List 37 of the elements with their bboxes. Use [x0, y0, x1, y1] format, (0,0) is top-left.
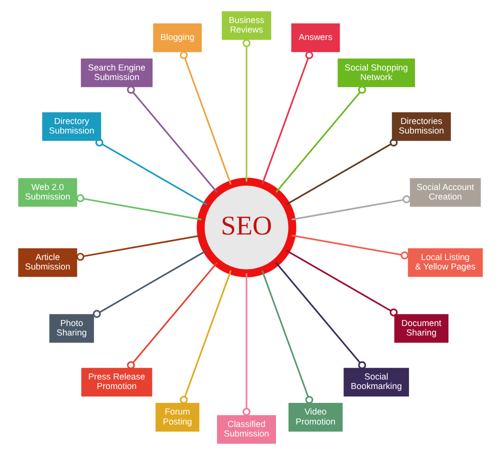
- connector: [242, 273, 250, 416]
- connector: [126, 262, 218, 370]
- node-box: Directory Submission: [42, 112, 101, 141]
- node-box: Video Promotion: [288, 402, 342, 432]
- connector: [242, 39, 250, 182]
- connector: [291, 195, 410, 220]
- node-box: Forum Posting: [155, 402, 199, 432]
- node-box: Social Account Creation: [409, 178, 480, 207]
- connector: [285, 250, 398, 316]
- node-box: Press Release Promotion: [80, 368, 152, 397]
- node-box: Document Sharing: [394, 314, 448, 343]
- node-box: Social Bookmarking: [343, 368, 408, 397]
- node-box: Social Shopping Network: [337, 58, 414, 88]
- node-box: Article Submission: [18, 248, 77, 277]
- connector: [126, 86, 218, 193]
- connector: [260, 270, 313, 404]
- node-box: Local Listing & Yellow Pages: [407, 248, 482, 277]
- node-box: Web 2.0 Submission: [18, 178, 77, 207]
- node-box: Search Engine Submission: [80, 58, 152, 88]
- connector: [179, 270, 232, 404]
- connector: [274, 262, 366, 370]
- node-circle: SEO: [196, 178, 296, 278]
- connector: [291, 234, 408, 260]
- node-box: Photo Sharing: [48, 314, 94, 343]
- node-box: Directories Submission: [391, 112, 450, 141]
- connector: [76, 194, 202, 220]
- node-box: Classified Submission: [216, 415, 276, 444]
- connector: [274, 86, 366, 193]
- node-box: Answers: [290, 23, 340, 52]
- connector: [76, 234, 202, 261]
- node-box: Business Reviews: [221, 11, 271, 40]
- connector: [260, 51, 313, 185]
- node-box: Blogging: [152, 23, 202, 52]
- connector: [92, 250, 207, 318]
- connector: [285, 138, 398, 206]
- connector: [94, 138, 207, 206]
- connector: [179, 51, 232, 185]
